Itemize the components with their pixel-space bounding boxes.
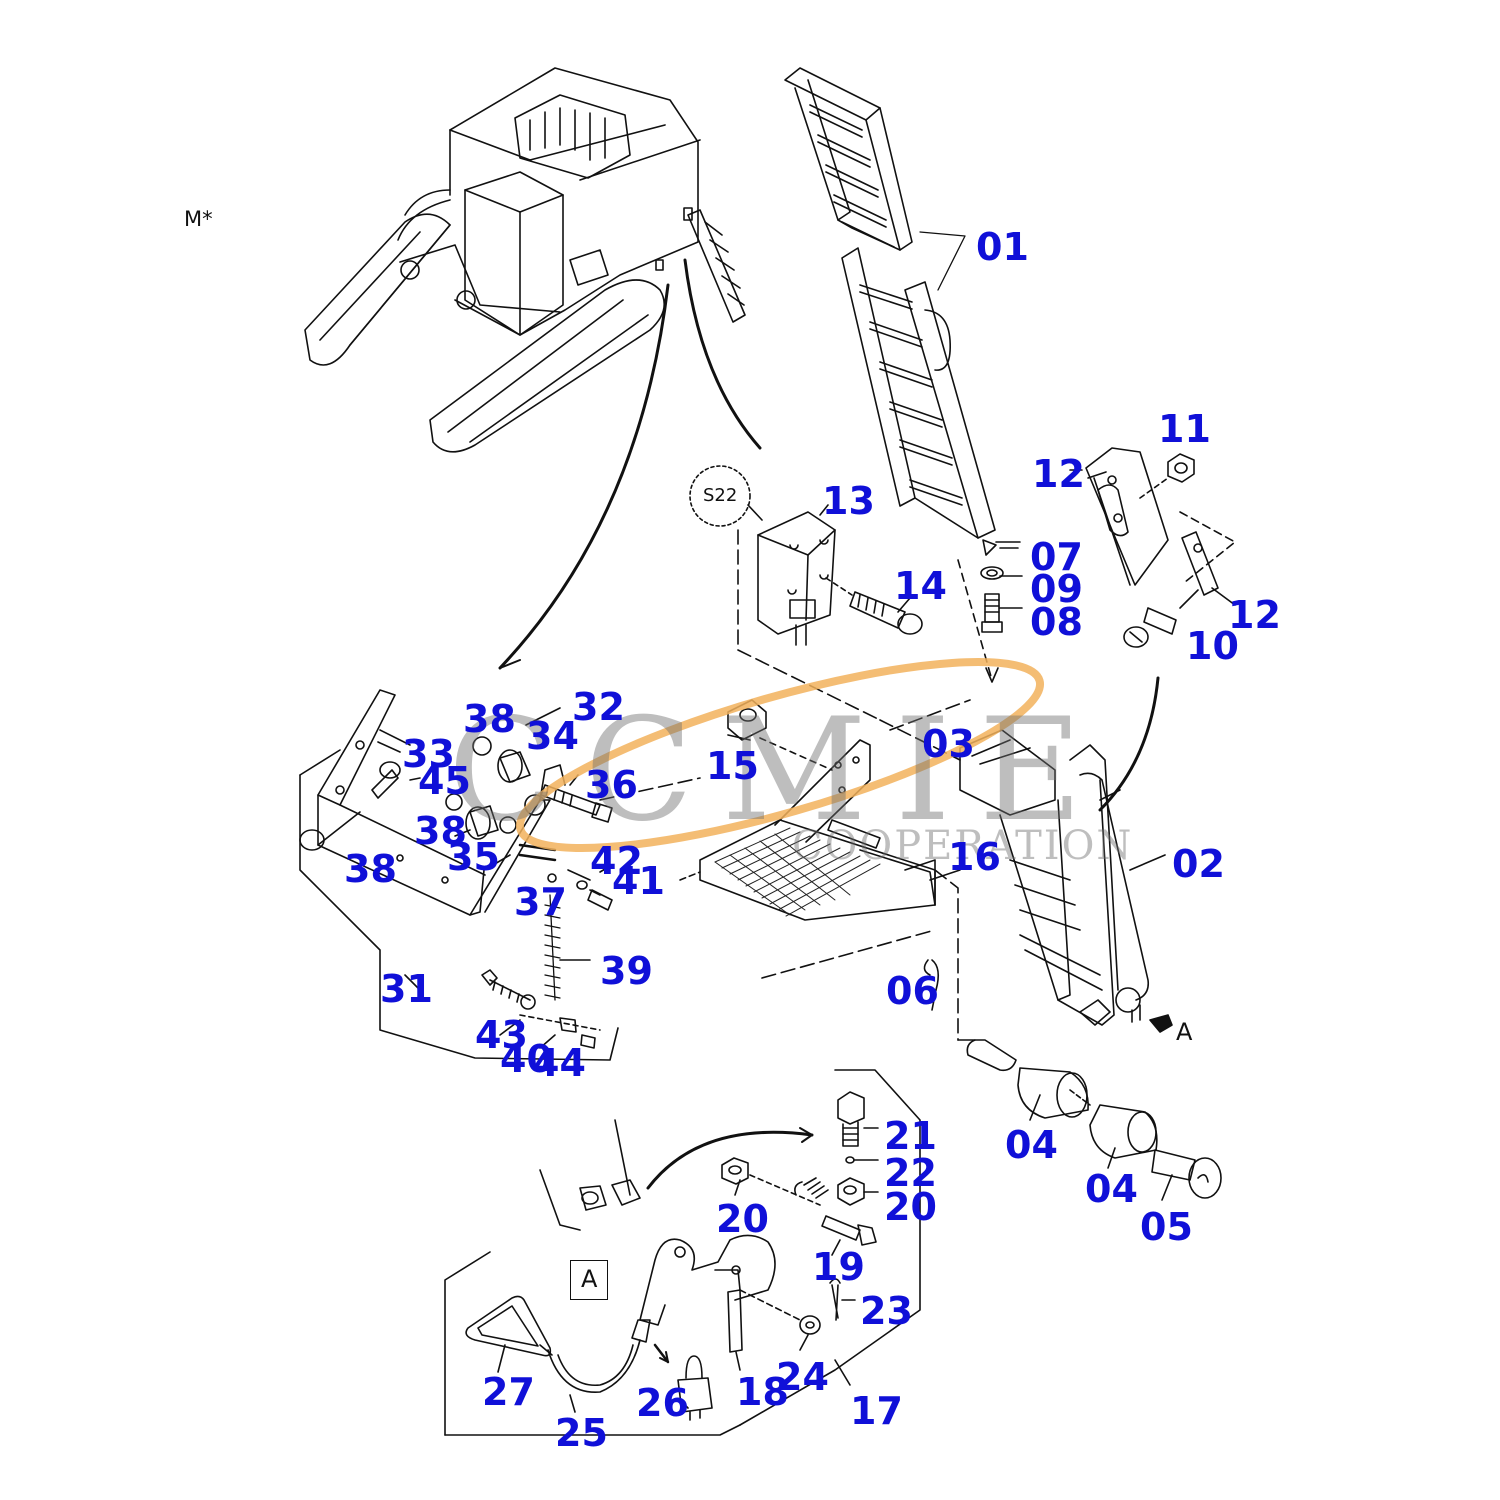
part-label-p37: 37 [514,880,567,924]
part-label-p17: 17 [850,1389,903,1433]
part-label-p12a: 12 [1032,452,1085,496]
part-label-p36: 36 [585,763,638,807]
view-a-arrow-label: A [1176,1018,1193,1046]
part-label-p10: 10 [1186,624,1239,668]
ladder-upper [784,67,913,251]
part-label-p18: 18 [736,1370,789,1414]
part-label-p06: 06 [886,969,939,1013]
part-label-p20a: 20 [884,1185,937,1229]
part-label-p13: 13 [822,479,875,523]
s22-callout-text: S22 [703,485,738,506]
part-label-p01: 01 [976,225,1029,269]
part-label-p08: 08 [1030,600,1083,644]
part-label-p38a: 38 [463,697,516,741]
part-label-p32: 32 [572,685,625,729]
part-label-p39: 39 [600,949,653,993]
part-label-p19: 19 [812,1245,865,1289]
part-label-p22: 22 [884,1151,937,1195]
part-label-p43: 43 [475,1013,528,1057]
part-label-p15: 15 [706,744,759,788]
part-label-p11: 11 [1158,407,1211,451]
part-label-p23: 23 [860,1289,913,1333]
part-label-p35: 35 [447,835,500,879]
watermark-subtitle: COOPERATION [792,823,1134,869]
part-label-p42: 42 [590,839,643,883]
part-label-p25: 25 [555,1411,608,1455]
view-a-box: A [570,1260,608,1300]
part-label-p38b: 38 [414,809,467,853]
part-label-p31: 31 [380,967,433,1011]
model-code: M* [184,207,213,231]
part-label-p16: 16 [948,835,1001,879]
part-label-p27: 27 [482,1370,535,1414]
part-label-p45: 45 [418,759,471,803]
part-label-p02: 02 [1172,842,1225,886]
part-label-p12b: 12 [1228,593,1281,637]
part-label-p21: 21 [884,1114,937,1158]
part-label-p20b: 20 [716,1197,769,1241]
part-label-p41: 41 [612,859,665,903]
part-label-p09: 09 [1030,567,1083,611]
watermark-brand: CCMIE [448,688,1111,853]
part-label-p24: 24 [776,1355,829,1399]
part-label-p04a: 04 [1005,1123,1058,1167]
part-label-p03: 03 [922,722,975,766]
part-label-p04b: 04 [1085,1167,1138,1211]
part-label-p14: 14 [894,564,947,608]
part-label-p44: 44 [533,1041,586,1085]
part-label-p26: 26 [636,1381,689,1425]
part-label-p05: 05 [1140,1205,1193,1249]
part-label-p33: 33 [402,732,455,776]
part-label-p40: 40 [500,1037,553,1081]
watermark-ring [515,658,1045,852]
ladder-lower [841,247,996,539]
part-label-p07: 07 [1030,535,1083,579]
excavator-overview [304,67,746,453]
view-a-box-label: A [581,1265,598,1293]
part-label-p38c: 38 [344,847,397,891]
part-label-p34: 34 [526,714,579,758]
